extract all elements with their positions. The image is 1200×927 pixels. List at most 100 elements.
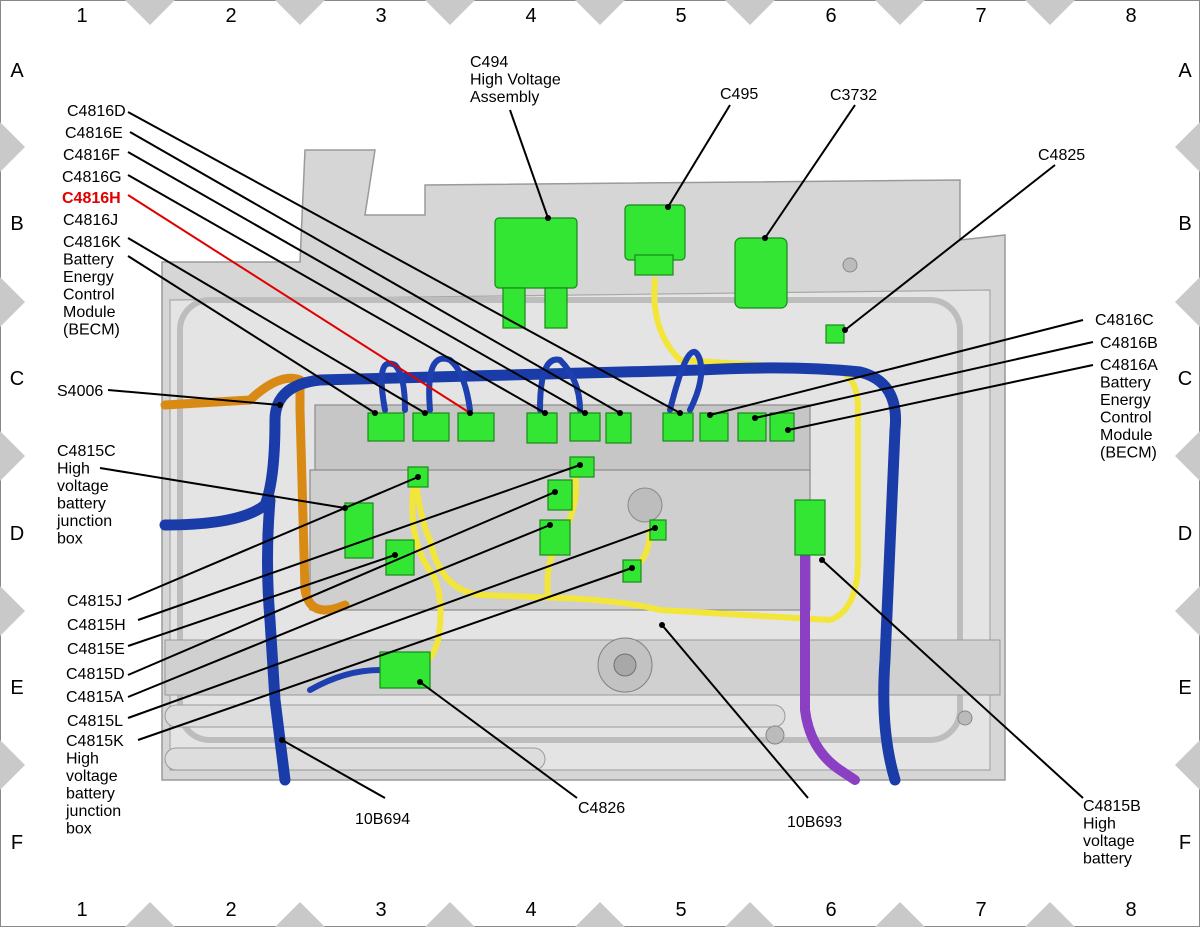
callout-line: box: [57, 531, 83, 548]
connector-c3732: [734, 237, 788, 309]
grid-col-top-3: 3: [375, 5, 386, 27]
callout-line: C495: [720, 86, 758, 103]
connector-c4816h: [457, 412, 495, 442]
grid-row-right-A: A: [1178, 60, 1192, 82]
leader-lines: [99, 104, 1094, 799]
callout-line: C4815K: [66, 733, 124, 750]
callout-c4816e: C4816E: [65, 125, 123, 142]
grid-col-bottom-8: 8: [1125, 899, 1136, 921]
callout-c4815e: C4815E: [67, 641, 125, 658]
grid-row-left-A: A: [10, 60, 24, 82]
callout-10b693: 10B693: [787, 814, 842, 831]
callout-line: junction: [56, 513, 112, 530]
grid-col-top-4: 4: [525, 5, 536, 27]
callout-line: C4815H: [67, 617, 126, 634]
grid-row-left-B: B: [10, 213, 23, 235]
callout-line: Assembly: [470, 89, 539, 106]
grid-row-right-C: C: [1178, 368, 1192, 390]
callout-line: C4816C: [1095, 312, 1154, 329]
callout-line: C4815A: [66, 689, 124, 706]
callout-c3732: C3732: [830, 87, 877, 104]
callout-line: 10B694: [355, 811, 410, 828]
connector-c4816j: [412, 412, 450, 442]
lower-tube-2: [164, 747, 546, 771]
callout-line: junction: [65, 803, 121, 820]
connector-c4815a: [539, 519, 571, 556]
grid-row-left-E: E: [10, 677, 23, 699]
callout-line: C494: [470, 54, 508, 71]
callout-line: Energy: [63, 269, 114, 286]
callout-line: High: [57, 461, 90, 478]
callout-10b694: 10B694: [355, 811, 410, 828]
callout-c4816d: C4816D: [67, 103, 126, 120]
callout-c4815l: C4815L: [67, 713, 123, 730]
callout-s4006: S4006: [57, 383, 103, 400]
callout-c4816f: C4816F: [63, 147, 120, 164]
grid-col-bottom-5: 5: [675, 899, 686, 921]
grid-col-bottom-1: 1: [76, 899, 87, 921]
highlight-leader: [127, 194, 471, 414]
connector-c4816b: [737, 412, 767, 442]
callout-line: High: [1083, 816, 1116, 833]
grid-col-top-1: 1: [76, 5, 87, 27]
callout-c4816j: C4816J: [63, 212, 118, 229]
callout-line: Energy: [1100, 392, 1151, 409]
connector-c4816e: [605, 412, 632, 444]
harnesses: [159, 277, 902, 786]
lower-tube: [164, 704, 786, 728]
grid-col-bottom-4: 4: [525, 899, 536, 921]
callout-line: voltage: [57, 478, 109, 495]
callout-c4825: C4825: [1038, 147, 1085, 164]
callout-line: C3732: [830, 87, 877, 104]
callout-line: High: [66, 751, 99, 768]
callout-line: C4816F: [63, 147, 120, 164]
grid-row-left-C: C: [10, 368, 24, 390]
callout-line: (BECM): [63, 322, 120, 339]
callout-line: Control: [63, 287, 115, 304]
callout-c4815h: C4815H: [67, 617, 126, 634]
callout-line: C4816A: [1100, 357, 1158, 374]
grid-row-left-D: D: [10, 523, 24, 545]
callout-line: box: [66, 821, 92, 838]
grid-col-top-7: 7: [975, 5, 986, 27]
grid-row-right-D: D: [1178, 523, 1192, 545]
grid-row-right-B: B: [1178, 213, 1191, 235]
grid-col-top-8: 8: [1125, 5, 1136, 27]
callout-line: C4816J: [63, 212, 118, 229]
blue-harness-lower: [262, 494, 291, 786]
callout-line: C4816D: [67, 103, 126, 120]
connector-c4825: [825, 324, 845, 344]
callout-c4816b: C4816B: [1100, 335, 1158, 352]
callout-line: voltage: [1083, 833, 1135, 850]
grid-col-top-5: 5: [675, 5, 686, 27]
orange-harness: [160, 373, 350, 615]
callout-line: Module: [63, 304, 116, 321]
connector-c4816f: [569, 412, 601, 442]
callout-c4826: C4826: [578, 800, 625, 817]
callout-line: C4815D: [66, 666, 125, 683]
callout-line: Battery: [63, 252, 114, 269]
arrowheads: [277, 204, 848, 743]
callout-line: battery: [57, 496, 106, 513]
callout-line: Module: [1100, 427, 1153, 444]
callout-line: C4816H: [62, 190, 121, 207]
callout-line: S4006: [57, 383, 103, 400]
callout-line: C4815L: [67, 713, 123, 730]
callout-c4816g: C4816G: [62, 169, 122, 186]
callout-line: High Voltage: [470, 72, 561, 89]
callout-c4815j: C4815J: [67, 593, 122, 610]
callout-c4816c: C4816C: [1095, 312, 1154, 329]
callout-line: C4816E: [65, 125, 123, 142]
connector-c4816d: [662, 412, 694, 442]
callout-line: C4815C: [57, 443, 116, 460]
connector-c494: [494, 217, 578, 289]
